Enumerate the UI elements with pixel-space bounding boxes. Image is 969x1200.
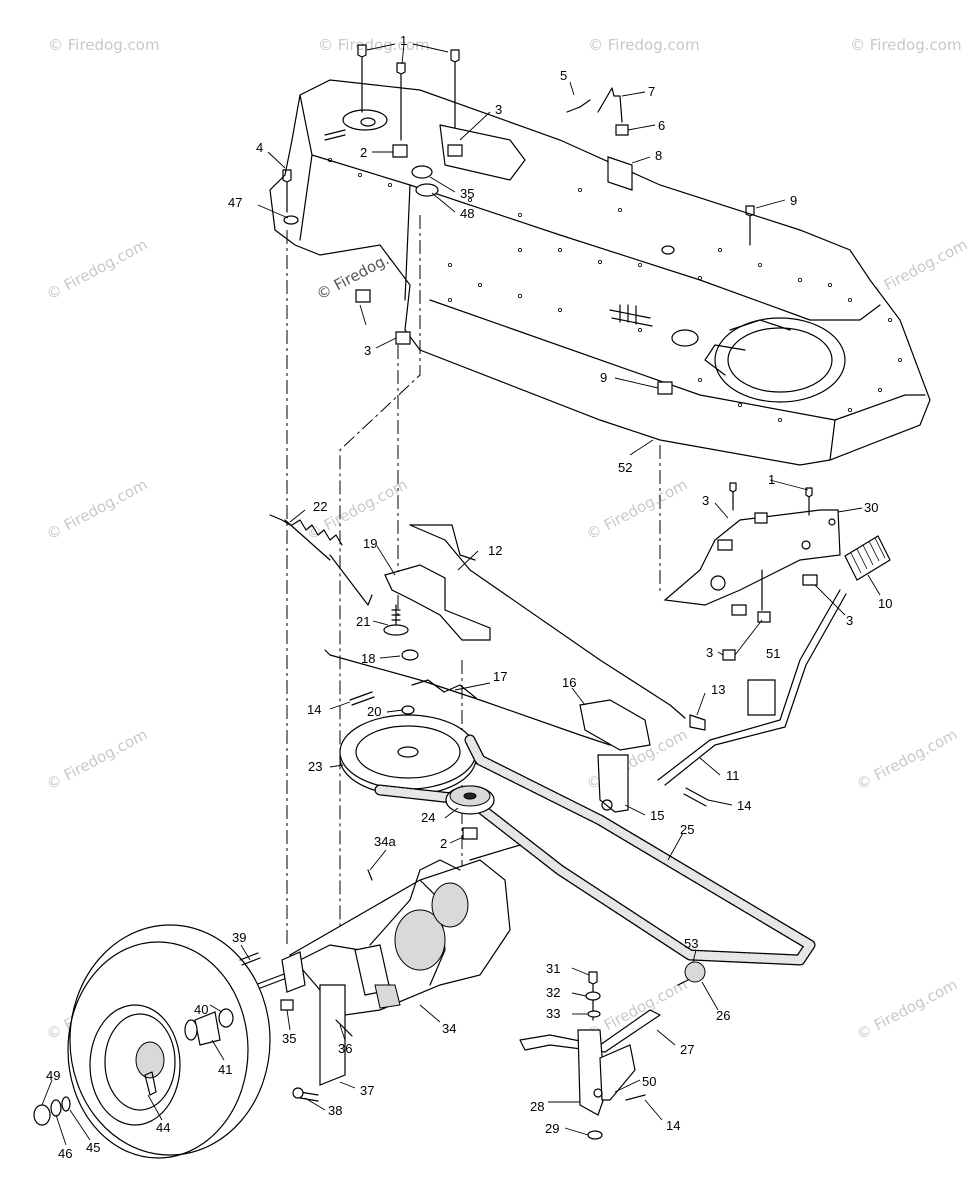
callout-4: 4: [256, 140, 263, 155]
watermark-text: © Firedog.com: [43, 725, 150, 793]
callout-3: 3: [495, 102, 502, 117]
callout-47: 47: [228, 195, 242, 210]
mounting-plate: [269, 79, 931, 466]
callout-9: 9: [790, 193, 797, 208]
idler-bracket: [269, 514, 491, 661]
watermark-text: © Firedog.com: [43, 235, 150, 303]
watermark-text: © Firedog.com: [318, 36, 430, 54]
callout-7: 7: [648, 84, 655, 99]
callout-20: 20: [367, 704, 381, 719]
callout-39: 39: [232, 930, 246, 945]
callout-29: 29: [545, 1121, 559, 1136]
callout-14: 14: [307, 702, 321, 717]
callout-3: 3: [706, 645, 713, 660]
callout-3: 3: [846, 613, 853, 628]
callout-12: 12: [488, 543, 502, 558]
callout-6: 6: [658, 118, 665, 133]
watermark-text: © Firedog.com: [588, 36, 700, 54]
callout-17: 17: [493, 669, 507, 684]
watermark-text: © Firedog.com: [850, 36, 962, 54]
watermark-text: © Firedog.com: [853, 975, 960, 1043]
callout-52: 52: [618, 460, 632, 475]
callout-31: 31: [546, 961, 560, 976]
callout-35: 35: [282, 1031, 296, 1046]
callout-46: 46: [58, 1146, 72, 1161]
shift-rod: [657, 589, 847, 786]
callout-41: 41: [218, 1062, 232, 1077]
callout-44: 44: [156, 1120, 170, 1135]
shift-bracket: [663, 482, 891, 661]
watermark-text: © Firedog.com: [853, 725, 960, 793]
callout-35: 35: [460, 186, 474, 201]
callout-34a: 34a: [374, 834, 396, 849]
callout-8: 8: [655, 148, 662, 163]
callout-24: 24: [421, 810, 435, 825]
callout-34: 34: [442, 1021, 456, 1036]
callout-2: 2: [440, 836, 447, 851]
callout-11: 11: [726, 768, 740, 783]
callout-14: 14: [666, 1118, 680, 1133]
callout-22: 22: [313, 499, 327, 514]
transaxle: [254, 844, 521, 1102]
callouts: 1 3 2 4 47 35 48 5 7 6 8 9 3 9 52 1 3 30…: [46, 33, 892, 1161]
top-bolts: [282, 44, 755, 395]
callout-19: 19: [363, 536, 377, 551]
callout-5: 5: [560, 68, 567, 83]
callout-36: 36: [338, 1041, 352, 1056]
callout-18: 18: [361, 651, 375, 666]
callout-10: 10: [878, 596, 892, 611]
callout-13: 13: [711, 682, 725, 697]
callout-48: 48: [460, 206, 474, 221]
callout-21: 21: [356, 614, 370, 629]
callout-53: 53: [684, 936, 698, 951]
drive-belt: [374, 734, 816, 966]
control-bracket: [579, 699, 651, 813]
callout-3: 3: [702, 493, 709, 508]
callout-27: 27: [680, 1042, 694, 1057]
callout-45: 45: [86, 1140, 100, 1155]
callout-32: 32: [546, 985, 560, 1000]
callout-30: 30: [864, 500, 878, 515]
callout-2: 2: [360, 145, 367, 160]
callout-3: 3: [364, 343, 371, 358]
callout-28: 28: [530, 1099, 544, 1114]
watermark-text: © Firedog.com: [583, 475, 690, 543]
callout-14: 14: [737, 798, 751, 813]
callout-25: 25: [680, 822, 694, 837]
callout-50: 50: [642, 1074, 656, 1089]
idler-pulley: [445, 785, 495, 840]
main-pulley: [339, 705, 477, 796]
callout-37: 37: [360, 1083, 374, 1098]
rear-wheel: [33, 924, 271, 1159]
rods: [324, 524, 709, 807]
watermark-text: © Firedog.com: [43, 475, 150, 543]
leader-lines: [41, 43, 881, 1146]
callout-33: 33: [546, 1006, 560, 1021]
callout-23: 23: [308, 759, 322, 774]
callout-15: 15: [650, 808, 664, 823]
callout-51: 51: [766, 646, 780, 661]
callout-1: 1: [400, 33, 407, 48]
callout-16: 16: [562, 675, 576, 690]
callout-49: 49: [46, 1068, 60, 1083]
callout-1: 1: [768, 472, 775, 487]
callout-38: 38: [328, 1103, 342, 1118]
callout-40: 40: [194, 1002, 208, 1017]
callout-9: 9: [600, 370, 607, 385]
watermark-text: © Firedog.com: [48, 36, 160, 54]
callout-26: 26: [716, 1008, 730, 1023]
